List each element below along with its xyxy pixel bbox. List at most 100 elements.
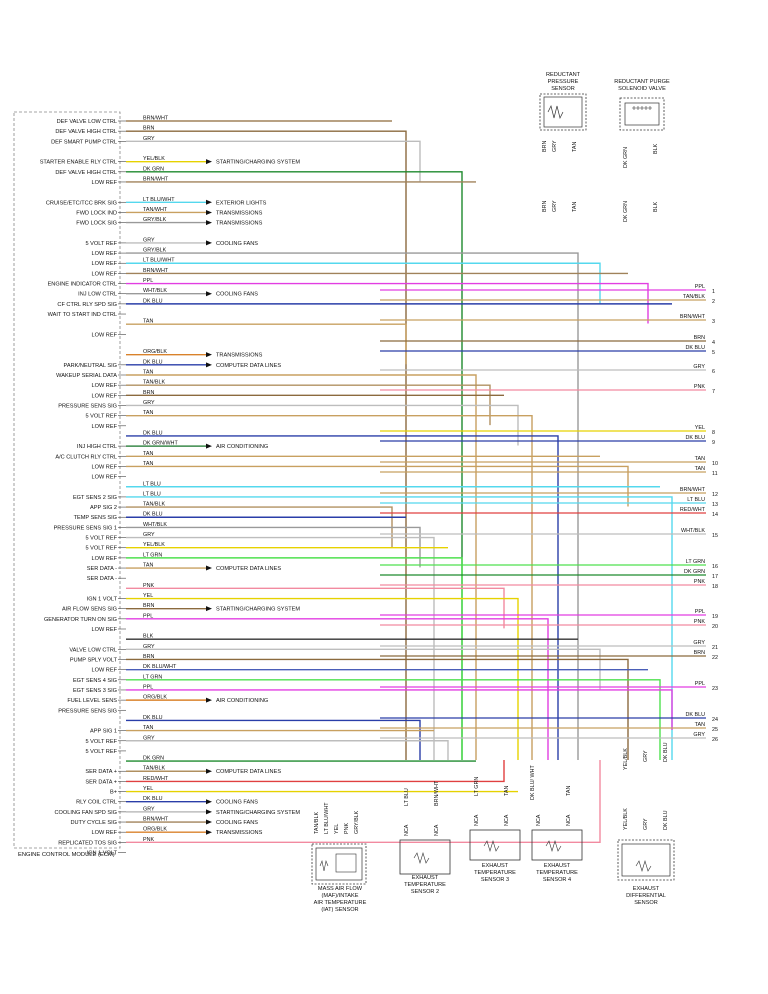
exhaust-temp-sensor-2: NCA NCA LT BLU BRN/WHT EXHAUST TEMPERATU… bbox=[399, 780, 451, 895]
ecm-pin-label: CRUISE/ETC/TCC BRK SIG bbox=[46, 200, 117, 206]
purge-wire-2b: BLK bbox=[653, 201, 659, 212]
connector-wire-label: DK BLU bbox=[686, 345, 706, 351]
wire bbox=[126, 526, 421, 568]
ecm-pin-label: DUTY CYCLE SIG bbox=[70, 820, 117, 826]
egt4-pin-1: NCA bbox=[536, 814, 542, 826]
wire bbox=[126, 597, 519, 760]
connector-wire-label: GRY bbox=[693, 364, 705, 370]
wire-color-label: ORG/BLK bbox=[143, 349, 167, 355]
destination-label: COMPUTER DATA LINES bbox=[216, 769, 281, 775]
wire-color-label: WHT/BLK bbox=[143, 288, 167, 294]
wire-color-label: LT GRN bbox=[143, 552, 162, 558]
wire bbox=[126, 648, 601, 690]
wire-color-label: TAN bbox=[143, 451, 153, 457]
wire-color-label: YEL bbox=[143, 593, 153, 599]
ecm-pin-label: PUMP SPLY VOLT bbox=[70, 657, 118, 663]
connector-pin-number: 23 bbox=[712, 686, 718, 692]
ecm-pin-label: EGT SENS 4 SIG bbox=[73, 678, 117, 684]
purge-valve-label-2: SOLENOID VALVE bbox=[618, 86, 666, 92]
ecm-pin-label: LOW REF bbox=[92, 830, 118, 836]
diff-wire-3b: DK BLU bbox=[663, 810, 669, 830]
ecm-pin-label: 5 VOLT REF bbox=[86, 739, 118, 745]
destination-label: TRANSMISSIONS bbox=[216, 210, 263, 216]
wire-color-label: BLK bbox=[143, 634, 154, 640]
ecm-pin-label: ENGINE INDICATOR CTRL bbox=[48, 282, 117, 288]
connector-pin-number: 5 bbox=[712, 350, 715, 356]
ecm-pin-label: 5 VOLT REF bbox=[86, 749, 118, 755]
diff-wire-3: DK BLU bbox=[663, 742, 669, 762]
wire-color-label: TAN/BLK bbox=[143, 766, 165, 772]
ecm-pin-label: PRESSURE SENS SIG bbox=[58, 708, 117, 714]
wire bbox=[126, 658, 629, 760]
wire bbox=[126, 760, 601, 844]
connector-pin-number: 3 bbox=[712, 319, 715, 325]
ecm-pin-label: APP SIG 1 bbox=[90, 729, 117, 735]
maf-label-4: (IAT) SENSOR bbox=[321, 907, 358, 913]
maf-label-2: (MAF)/INTAKE bbox=[322, 893, 359, 899]
reductant-pressure-sensor: REDUCTANT PRESSURE SENSOR BRN GRY TAN BR… bbox=[539, 72, 587, 212]
wire bbox=[126, 130, 407, 760]
wire-color-label: GRY bbox=[143, 644, 155, 650]
connector-pin-number: 26 bbox=[712, 737, 718, 743]
connector-wire-label: LT BLU bbox=[687, 497, 705, 503]
connector-wire-label: DK GRN bbox=[684, 569, 705, 575]
arrow-icon bbox=[206, 159, 212, 165]
purge-wire-1: DK GRN bbox=[623, 147, 629, 168]
wire bbox=[126, 404, 519, 446]
wire-color-label: TAN bbox=[143, 563, 153, 569]
connector-wire-label: PPL bbox=[695, 284, 705, 290]
wire-color-label: BRN bbox=[143, 126, 154, 132]
purge-valve-label-1: REDUCTANT PURGE bbox=[614, 79, 670, 85]
egt3-wire-1: LT GRN bbox=[474, 777, 480, 796]
wire-color-label: LT GRN bbox=[143, 674, 162, 680]
wire-color-label: YEL bbox=[143, 786, 153, 792]
egt4-wire-2: TAN bbox=[566, 786, 572, 796]
ecm-pin-label: 5 VOLT REF bbox=[86, 536, 118, 542]
arrow-icon bbox=[206, 799, 212, 805]
ecm-pin-label: LOW REF bbox=[92, 475, 118, 481]
connector-pin-number: 11 bbox=[712, 471, 718, 477]
destination-label: AIR CONDITIONING bbox=[216, 698, 268, 704]
wire-color-label: GRY/BLK bbox=[143, 217, 167, 223]
arrow-icon bbox=[206, 199, 212, 205]
ecm-pin-label: FWD LOCK IND bbox=[76, 210, 117, 216]
ecm-pin-label: IGN 1 VOLT bbox=[87, 597, 118, 603]
wire-color-label: LT BLU bbox=[143, 491, 161, 497]
ecm-pin-label: STARTER ENABLE RLY CTRL bbox=[40, 160, 117, 166]
reductant-pressure-sensor-label-3: SENSOR bbox=[551, 86, 575, 92]
destination-label: COMPUTER DATA LINES bbox=[216, 566, 281, 572]
wire-color-label: PNK bbox=[143, 583, 154, 589]
wire bbox=[126, 140, 421, 182]
connector-wire-label: PNK bbox=[694, 579, 705, 585]
wire-color-label: BRN bbox=[143, 603, 154, 609]
wire bbox=[126, 557, 463, 760]
wire-color-label: DK BLU/WHT bbox=[143, 664, 177, 670]
arrow-icon bbox=[206, 768, 212, 774]
ecm-pin-label: SER DATA - bbox=[87, 576, 117, 582]
ecm-pin-label: LOW REF bbox=[92, 383, 118, 389]
reductant-pressure-sensor-label-2: PRESSURE bbox=[548, 79, 579, 85]
egt2-pin-1: NCA bbox=[404, 824, 410, 836]
ecm-pin-label: TEMP SENS SIG bbox=[74, 515, 117, 521]
wire bbox=[126, 689, 673, 730]
arrow-icon bbox=[206, 240, 212, 246]
destination-label: TRANSMISSIONS bbox=[216, 353, 263, 359]
connector-pin-number: 14 bbox=[712, 512, 718, 518]
purge-wire-1b: DK GRN bbox=[623, 201, 629, 222]
wire-color-label: GRY bbox=[143, 735, 155, 741]
wire-color-label: PPL bbox=[143, 613, 153, 619]
connector-pin-number: 9 bbox=[712, 440, 715, 446]
diff-label-2: DIFFERENTIAL bbox=[626, 893, 666, 899]
ecm-pin-label: SER DATA - bbox=[87, 566, 117, 572]
ecm-pin-label: LOW REF bbox=[92, 464, 118, 470]
ecm-pin-label: LOW REF bbox=[92, 668, 118, 674]
ecm-pin-label: DEF SMART PUMP CTRL bbox=[51, 139, 117, 145]
wire-color-label: TAN bbox=[143, 319, 153, 325]
ecm-pin-label: IGN 1 VOLT bbox=[87, 851, 118, 857]
arrow-icon bbox=[206, 362, 212, 368]
destination-label: COMPUTER DATA LINES bbox=[216, 363, 281, 369]
arrow-icon bbox=[206, 291, 212, 297]
purge-wire-2: BLK bbox=[653, 143, 659, 154]
diff-label-1: EXHAUST bbox=[633, 886, 660, 892]
